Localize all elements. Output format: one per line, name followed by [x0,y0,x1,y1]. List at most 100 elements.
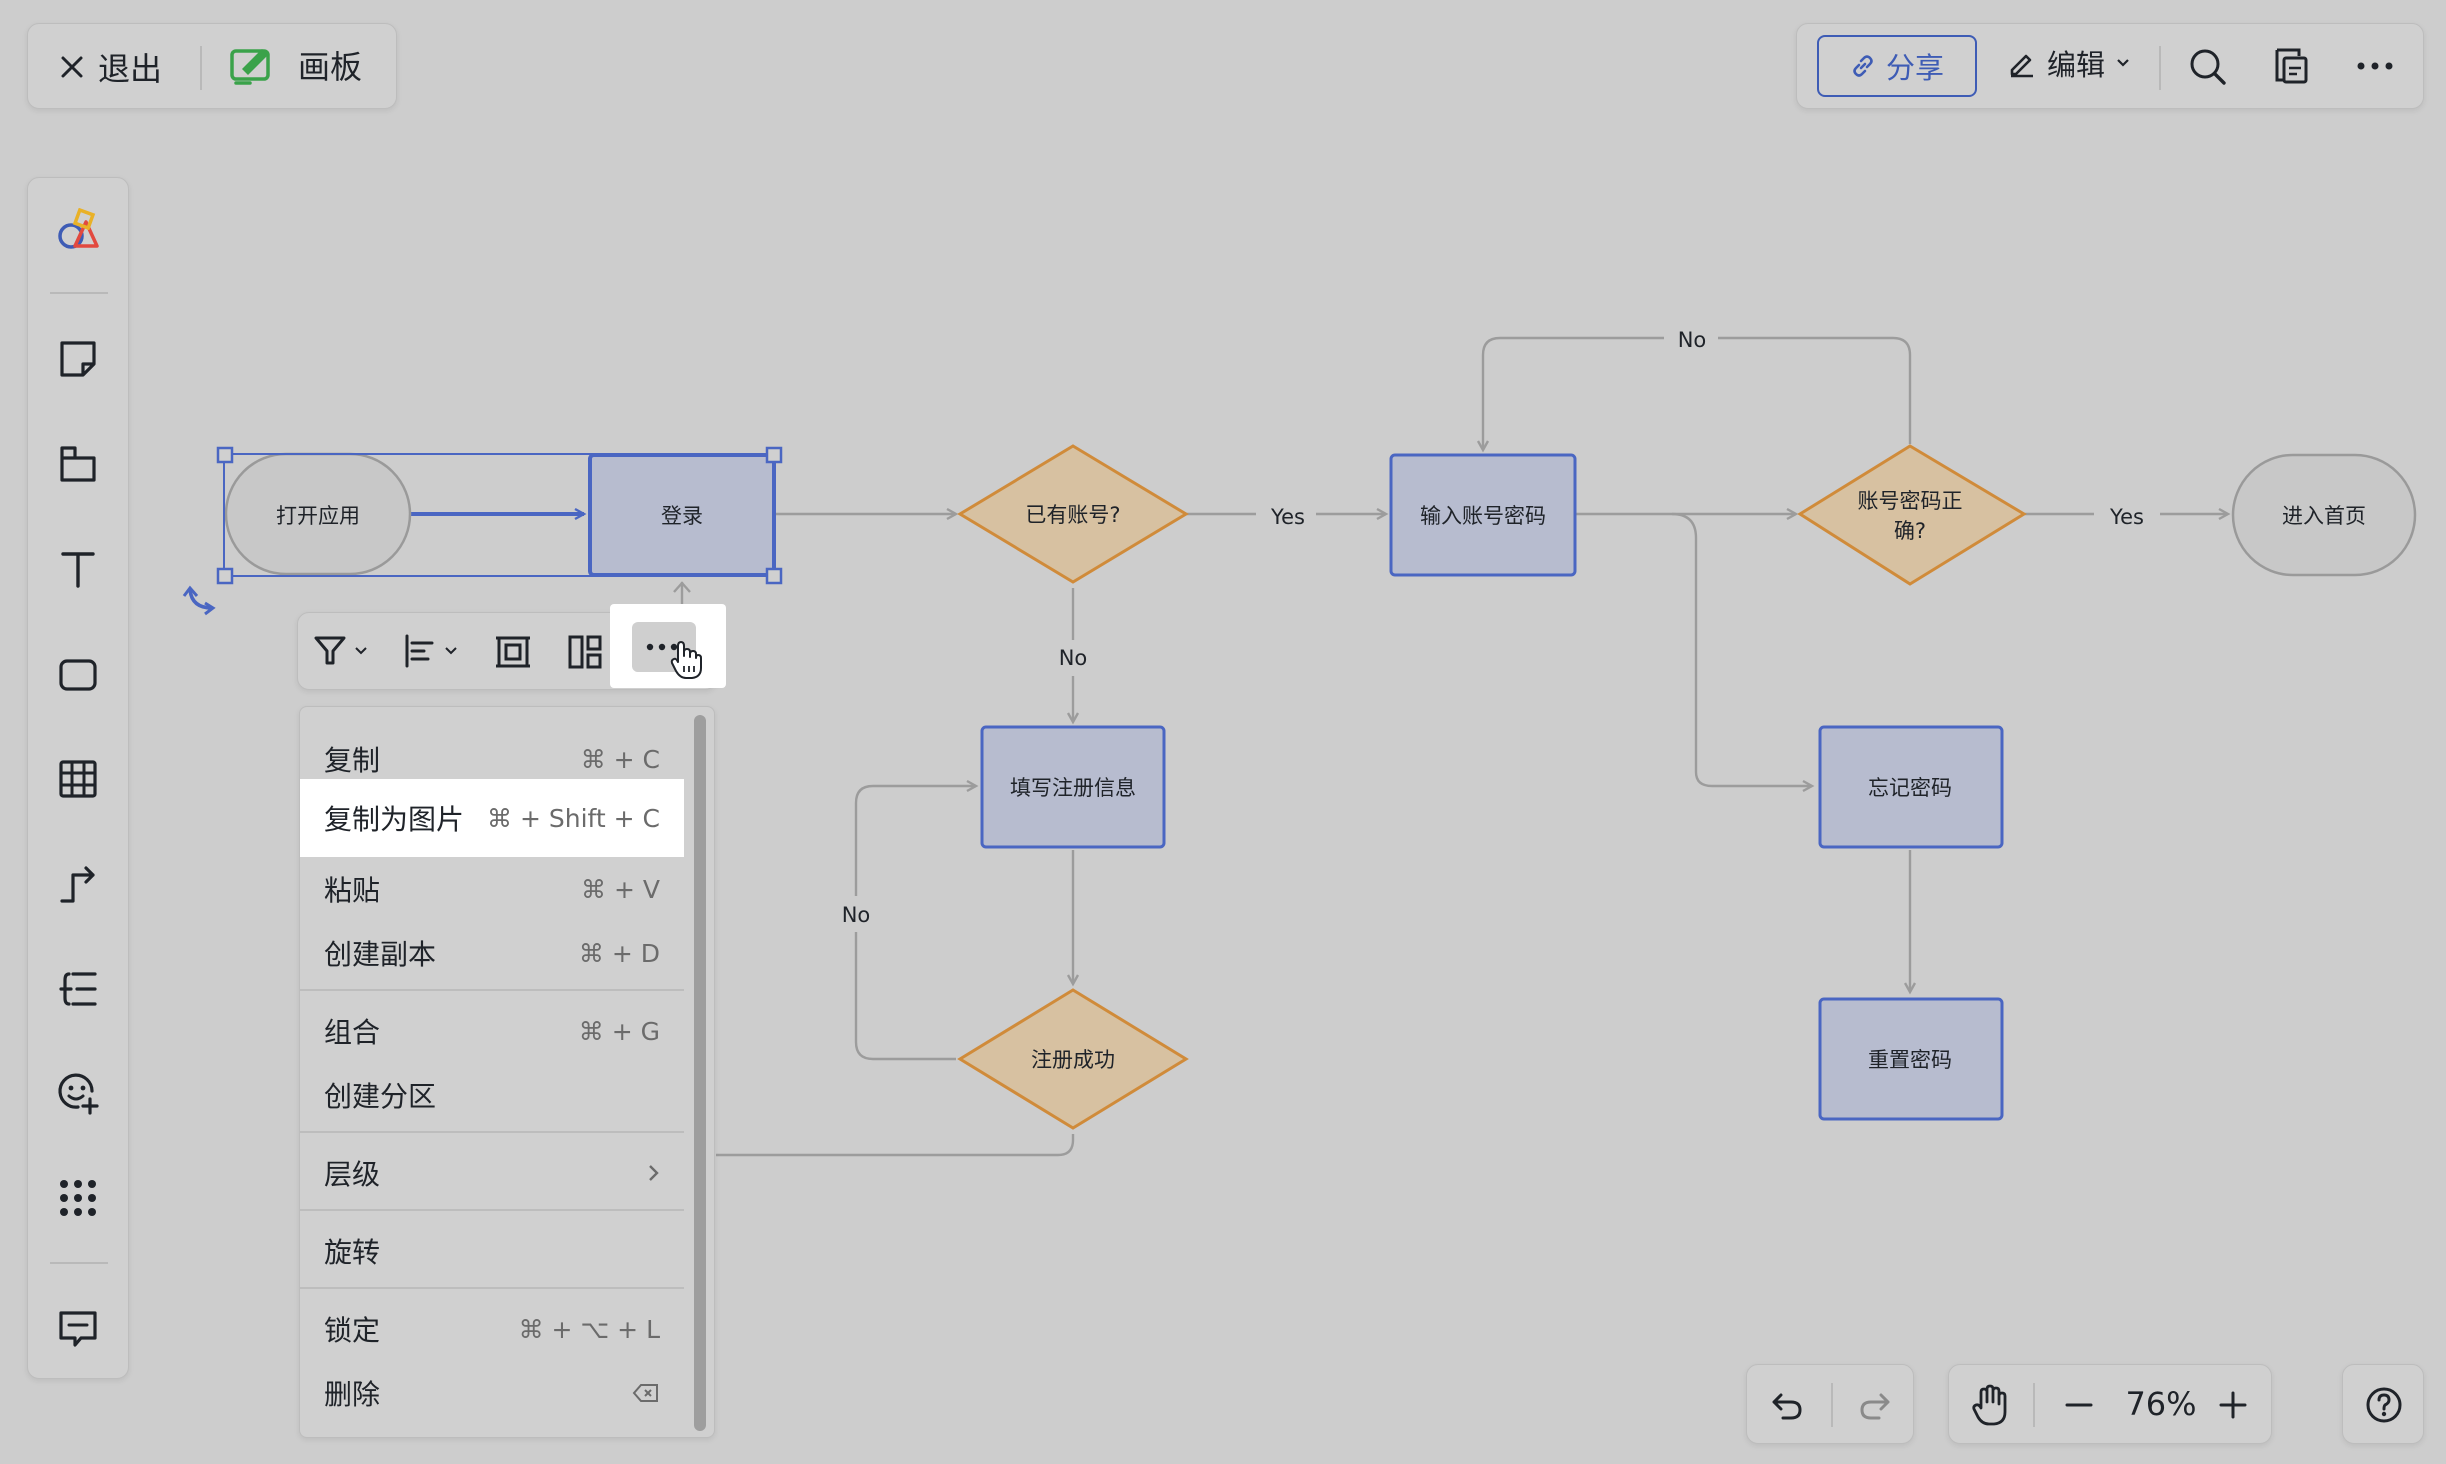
node-has-account-label: 已有账号? [1025,503,1120,527]
plus-icon [2217,1389,2249,1421]
tool-connector[interactable] [28,863,128,905]
tool-text[interactable] [28,548,128,590]
node-input-credentials[interactable]: 输入账号密码 [1389,453,1577,577]
frame-icon[interactable] [494,633,532,671]
node-home[interactable]: 进入首页 [2231,453,2417,577]
node-password-correct-label-2: 确? [1894,519,1926,543]
table-icon [57,758,99,800]
resize-handle [216,567,234,585]
menu-divider [300,1287,684,1289]
node-password-correct[interactable]: 账号密码正 确? [1797,444,2027,586]
share-button[interactable]: 分享 [1817,35,1977,97]
tool-section[interactable] [28,443,128,485]
node-register-success[interactable]: 注册成功 [957,988,1189,1130]
shapes-library-icon [55,208,101,254]
menu-divider [300,989,684,991]
menu-item-label: 复制为图片 [324,803,465,836]
node-has-account[interactable]: 已有账号? [957,444,1189,584]
divider [2159,46,2161,90]
comment-panel-icon[interactable] [2271,46,2311,88]
menu-item-label: 组合 [324,1016,381,1049]
menu-item-delete[interactable]: 删除 [300,1361,684,1425]
minus-icon [2063,1389,2095,1421]
undo-button[interactable] [1765,1383,1809,1427]
exit-button[interactable]: 退出 [58,44,162,90]
edge-label-no-loop: No [842,903,871,927]
menu-item-rotate[interactable]: 旋转 [300,1219,684,1283]
tool-comment[interactable] [28,1308,128,1350]
more-options-icon[interactable] [2355,56,2395,76]
tool-sticky-note[interactable] [28,338,128,380]
divider [2033,1383,2035,1427]
tool-sticker[interactable] [28,1071,128,1115]
tool-rectangle[interactable] [28,654,128,696]
zoom-bar: 76% [1948,1364,2272,1444]
menu-item-label: 创建副本 [324,938,437,971]
node-input-credentials-label: 输入账号密码 [1420,504,1546,528]
search-icon[interactable] [2187,46,2229,88]
menu-item-group[interactable]: 组合 ⌘ + G [300,999,684,1063]
hand-tool-button[interactable] [1967,1381,2015,1429]
menu-item-paste[interactable]: 粘贴 ⌘ + V [300,857,684,921]
divider [200,46,202,90]
edge-success-to-login [716,1134,1075,1157]
node-register-success-label: 注册成功 [1031,1048,1115,1072]
node-login[interactable]: 登录 [588,453,776,577]
redo-button[interactable] [1853,1383,1897,1427]
mindmap-icon [57,968,99,1010]
close-icon [58,53,86,81]
selection-frame[interactable] [182,446,783,616]
tool-table[interactable] [28,758,128,800]
board-title[interactable]: 画板 [228,42,362,88]
zoom-out-button[interactable] [2057,1383,2101,1427]
edge-label-yes-2: Yes [2109,505,2144,529]
menu-item-create-section[interactable]: 创建分区 [300,1063,684,1127]
menu-item-shortcut: ⌘ + D [578,938,660,968]
menu-item-shortcut: ⌘ + C [580,744,660,774]
zoom-in-button[interactable] [2211,1383,2255,1427]
node-login-label: 登录 [661,504,703,528]
menu-item-copy[interactable]: 复制 ⌘ + C [300,727,684,791]
rotate-handle-icon [188,589,213,610]
board-icon [228,43,274,87]
more-dots-icon [646,642,682,652]
zoom-level[interactable]: 76% [2125,1385,2197,1423]
help-icon [2364,1385,2404,1425]
more-apps-icon [58,1178,98,1218]
tool-mindmap[interactable] [28,968,128,1010]
edge-success-loop-b [854,779,979,896]
node-register-info[interactable]: 填写注册信息 [980,725,1166,849]
menu-item-shortcut: ⌘ + G [578,1016,660,1046]
node-open-app[interactable]: 打开应用 [224,452,412,576]
node-forgot-password[interactable]: 忘记密码 [1818,725,2004,849]
edit-mode-button[interactable]: 编辑 [2007,42,2131,84]
menu-item-shortcut: ⌘ + ⌥ + L [518,1314,660,1344]
top-left-bar: 退出 画板 [27,23,397,109]
more-actions-button[interactable] [610,604,726,688]
menu-item-label: 锁定 [324,1314,381,1347]
chevron-down-icon [2115,57,2131,69]
edge-no-top-b [1476,336,1664,453]
divider [50,1262,108,1264]
menu-scrollbar[interactable] [694,715,706,1431]
context-menu: 复制 ⌘ + C 复制为图片 ⌘ + Shift + C 粘贴 ⌘ + V 创建… [299,706,715,1438]
connector-icon [57,863,99,905]
chevron-down-icon [444,646,458,656]
node-password-correct-label-1: 账号密码正 [1858,489,1963,513]
node-register-info-label: 填写注册信息 [1010,776,1136,800]
layout-icon[interactable] [566,633,604,671]
menu-item-duplicate[interactable]: 创建副本 ⌘ + D [300,921,684,985]
style-filter-button[interactable] [312,633,368,669]
share-label: 分享 [1885,51,1944,85]
menu-item-layer[interactable]: 层级 [300,1141,684,1205]
align-button[interactable] [402,633,458,669]
node-reset-password[interactable]: 重置密码 [1818,997,2004,1121]
help-button[interactable] [2360,1381,2408,1429]
tool-shapes-library[interactable] [28,208,128,254]
section-icon [57,443,99,485]
tool-more-apps[interactable] [28,1178,128,1218]
menu-item-lock[interactable]: 锁定 ⌘ + ⌥ + L [300,1297,684,1361]
menu-divider [300,1209,684,1211]
menu-item-copy-as-image[interactable]: 复制为图片 ⌘ + Shift + C [300,779,684,857]
